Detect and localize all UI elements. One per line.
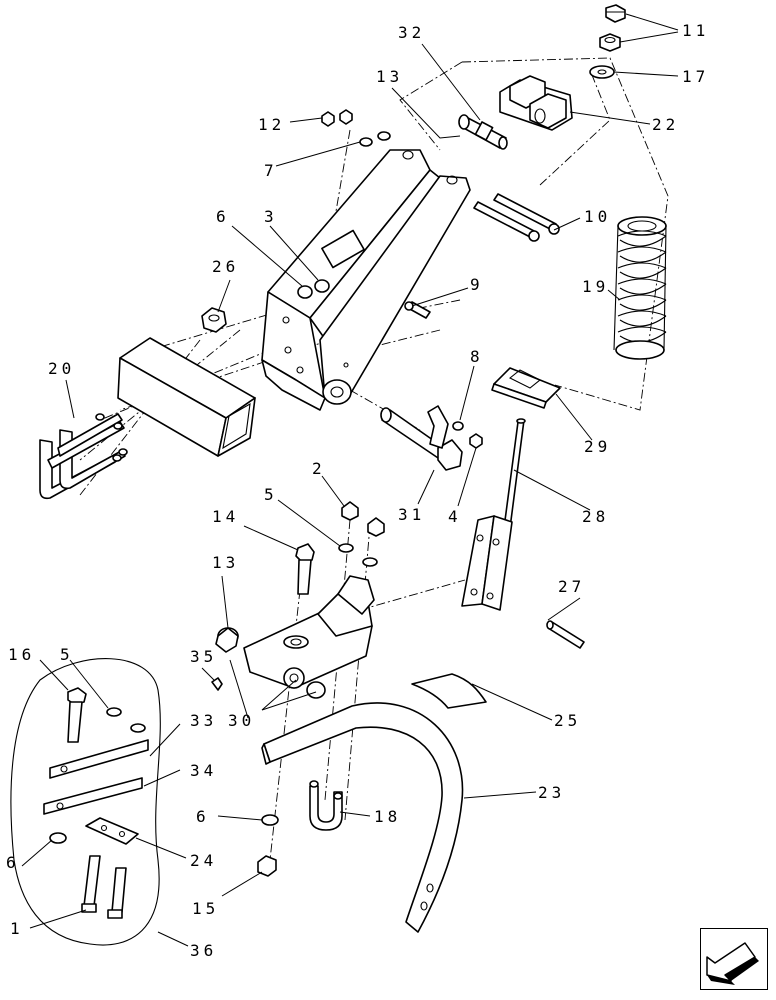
callout-28: 28 [582, 507, 609, 526]
callout-26: 26 [212, 257, 239, 276]
washers-5 [338, 543, 378, 567]
previous-page-arrow-icon [706, 942, 759, 985]
callout-4: 4 [448, 507, 462, 526]
callout-10: 10 [584, 207, 611, 226]
callout-19: 19 [582, 277, 609, 296]
callout-34: 34 [190, 761, 217, 780]
callout-15: 15 [192, 899, 219, 918]
plate-24 [85, 817, 139, 845]
small-fittings-8-4 [452, 421, 483, 449]
callout-30: 30 [228, 711, 255, 730]
u-bolts-20 [39, 413, 128, 500]
callout-9: 9 [470, 275, 484, 294]
washer-6-kit [49, 832, 67, 844]
nuts-12 [321, 109, 353, 127]
shank-23 [261, 702, 464, 933]
shank-holder [243, 575, 375, 689]
callout-8: 8 [470, 347, 484, 366]
callout-7: 7 [264, 161, 278, 180]
roll-pin-27 [546, 620, 585, 649]
washers-5-kit [106, 707, 146, 733]
callout-25: 25 [554, 711, 581, 730]
callout-29: 29 [584, 437, 611, 456]
grease-fitting-35 [211, 677, 223, 691]
spring-rod-28 [461, 418, 526, 611]
callout-6-upper: 6 [216, 207, 230, 226]
pivot-pin-32 [458, 114, 508, 150]
plate-25 [411, 673, 487, 709]
callout-5-kit: 5 [60, 645, 74, 664]
plate-33 [49, 739, 149, 779]
square-tube [117, 337, 256, 457]
previous-page-button[interactable] [700, 928, 768, 990]
callout-14: 14 [212, 507, 239, 526]
hex-nut-11-upper [605, 4, 626, 23]
callout-31: 31 [398, 505, 425, 524]
plate-34 [43, 777, 143, 815]
callout-18: 18 [374, 807, 401, 826]
callout-32: 32 [398, 23, 425, 42]
coil-spring-19 [613, 216, 667, 360]
nuts-2 [341, 501, 385, 537]
callout-3: 3 [264, 207, 278, 226]
callout-13-lower: 13 [212, 553, 239, 572]
callout-6-kit: 6 [6, 853, 20, 872]
callout-6-lower: 6 [196, 807, 210, 826]
callout-12: 12 [258, 115, 285, 134]
leader-lines [21, 13, 679, 947]
u-bolt-18 [309, 780, 343, 831]
bolt-16 [67, 687, 87, 743]
callout-16: 16 [8, 645, 35, 664]
callout-5-upper: 5 [264, 485, 278, 504]
callout-labels: 11 17 32 22 13 12 7 10 6 3 26 19 9 20 8 … [6, 21, 709, 960]
callout-33: 33 [190, 711, 217, 730]
main-arm-bracket [261, 149, 471, 411]
callout-27: 27 [558, 577, 585, 596]
washers-7 [359, 131, 391, 147]
bolt-14 [295, 543, 315, 595]
callout-2: 2 [312, 459, 326, 478]
callout-20: 20 [48, 359, 75, 378]
callout-13-upper: 13 [376, 67, 403, 86]
washer-17 [589, 65, 615, 79]
hex-nut-26 [201, 307, 227, 333]
callout-36: 36 [190, 941, 217, 960]
spring-seat-29 [491, 367, 561, 409]
bushing-13-lower [215, 627, 239, 653]
callout-35: 35 [190, 647, 217, 666]
washer-6-lower [261, 814, 279, 826]
callout-24: 24 [190, 851, 217, 870]
spring-bracket-22 [499, 75, 573, 131]
pin-31 [380, 405, 463, 471]
callout-11: 11 [682, 21, 709, 40]
hex-nut-15 [257, 855, 277, 877]
callout-1: 1 [10, 919, 24, 938]
hex-nut-11-lower [599, 33, 621, 52]
callout-22: 22 [652, 115, 679, 134]
callout-23: 23 [538, 783, 565, 802]
bolts-10 [473, 193, 560, 242]
optional-kit-outline [10, 658, 161, 946]
callout-17: 17 [682, 67, 709, 86]
bolts-1 [81, 855, 127, 919]
bushing-30 [306, 681, 326, 699]
